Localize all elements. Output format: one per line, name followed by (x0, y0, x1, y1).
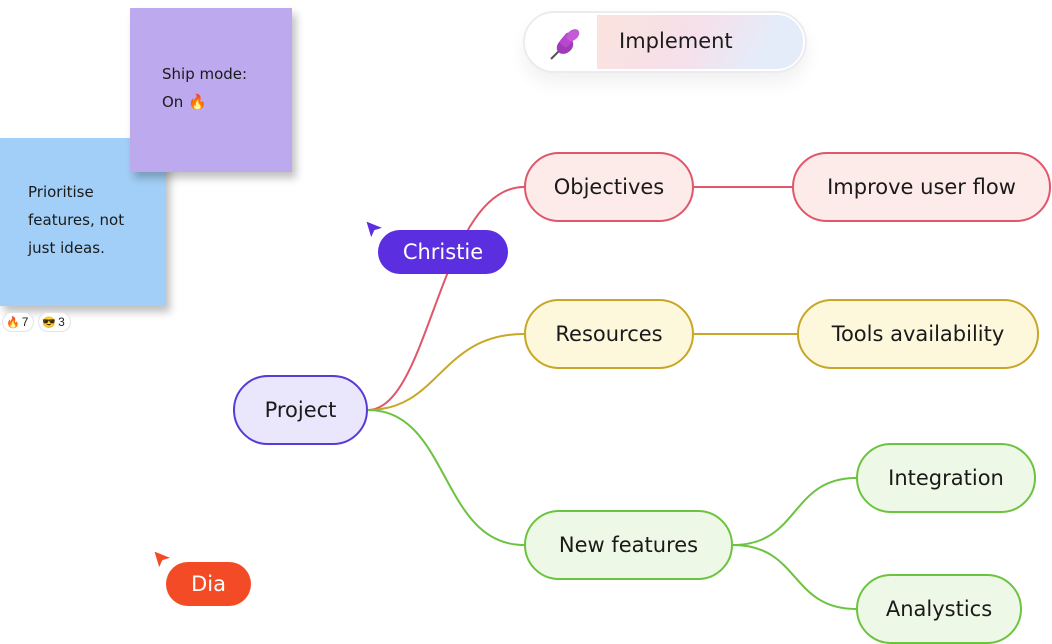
cursor-arrow-icon (151, 548, 177, 578)
pushpin-icon (545, 25, 585, 63)
stage-label: Implement (619, 29, 733, 53)
stage-pill[interactable]: Implement (523, 11, 807, 73)
connector-project-resources (367, 333, 525, 411)
sticky-note-text: Ship mode: On 🔥 (162, 65, 248, 111)
reaction-count: 3 (58, 315, 65, 329)
sticky-note-text: Prioritise features, not just ideas. (28, 183, 125, 257)
collaborator-cursor-label: Dia (166, 562, 251, 606)
mindmap-node-tools-availability[interactable]: Tools availability (797, 299, 1039, 369)
cursor-arrow-icon (363, 218, 389, 248)
mindmap-node-integration[interactable]: Integration (856, 443, 1036, 513)
mindmap-node-new-features[interactable]: New features (524, 510, 733, 580)
sunglasses-emoji-icon: 😎 (42, 316, 57, 329)
fire-emoji-icon: 🔥 (6, 316, 20, 329)
reaction-sunglasses[interactable]: 😎 3 (38, 312, 71, 332)
reaction-fire[interactable]: 🔥 7 (2, 312, 35, 332)
collaborator-cursor-label: Christie (378, 230, 508, 274)
reactions-bar: 🔥 7 😎 3 (2, 312, 71, 332)
connector-project-objectives (367, 186, 525, 411)
reaction-count: 7 (21, 315, 29, 329)
mindmap-node-analystics[interactable]: Analystics (856, 574, 1022, 644)
mindmap-node-improve-user-flow[interactable]: Improve user flow (792, 152, 1051, 222)
mindmap-node-resources[interactable]: Resources (524, 299, 694, 369)
connector-newfeatures-analystics (732, 544, 857, 610)
connector-project-newfeatures (367, 409, 525, 546)
mindmap-node-objectives[interactable]: Objectives (524, 152, 694, 222)
mindmap-node-project[interactable]: Project (233, 375, 368, 445)
connector-newfeatures-integration (732, 477, 857, 546)
sticky-note-purple[interactable]: Ship mode: On 🔥 (130, 8, 292, 172)
